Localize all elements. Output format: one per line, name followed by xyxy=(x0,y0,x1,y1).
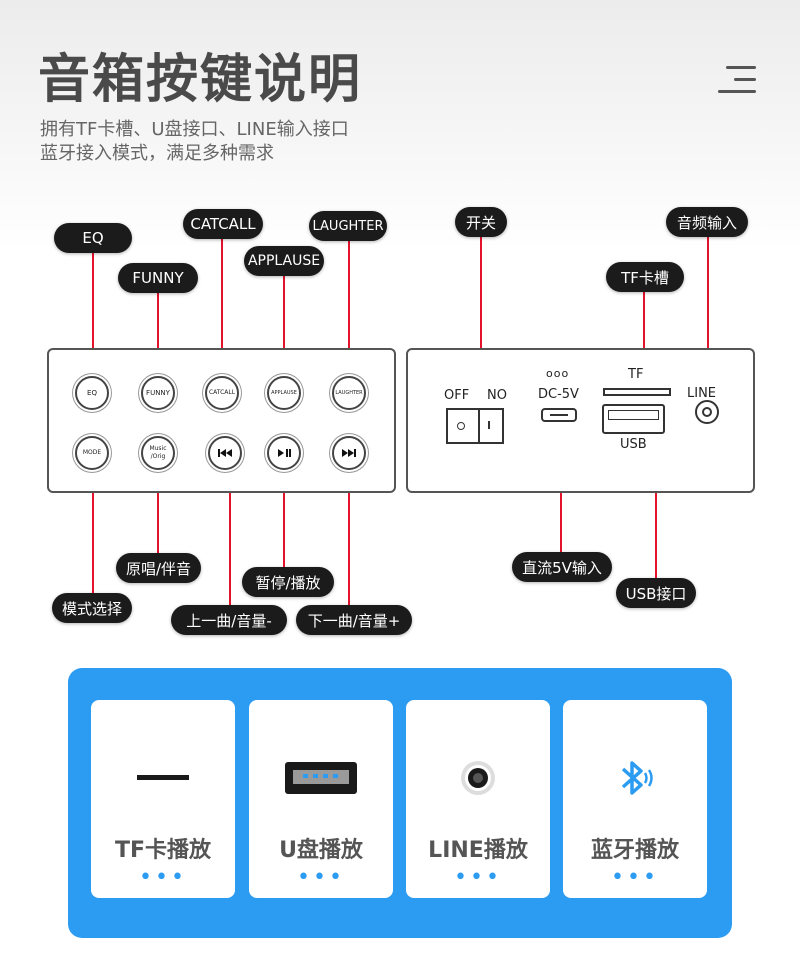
tf-slot[interactable] xyxy=(603,388,671,396)
callout-dc-in: 直流5V输入 xyxy=(512,552,612,582)
mode-card-bluetooth[interactable]: 蓝牙播放 ••• xyxy=(563,700,707,898)
applause-button[interactable]: APPLAUSE xyxy=(267,376,301,410)
callout-audio-in: 音频输入 xyxy=(666,207,748,237)
callout-line-music xyxy=(157,468,159,558)
bluetooth-icon xyxy=(621,761,653,795)
menu-icon[interactable] xyxy=(718,66,756,94)
more-dots: ••• xyxy=(611,865,659,890)
music-orig-button[interactable]: Music /Orig xyxy=(141,436,175,470)
switch-off-label: OFF xyxy=(444,388,470,403)
callout-funny: FUNNY xyxy=(118,263,198,293)
usb-port[interactable] xyxy=(602,404,665,434)
next-button[interactable] xyxy=(332,436,366,470)
tf-label: TF xyxy=(628,367,644,382)
callout-line-applause xyxy=(283,274,285,388)
eq-button[interactable]: EQ xyxy=(75,376,109,410)
line-label: LINE xyxy=(687,386,717,401)
page-title: 音箱按键说明 xyxy=(38,50,363,110)
switch-on-label: NO xyxy=(487,388,507,403)
callout-applause: APPLAUSE xyxy=(244,246,324,276)
more-dots: ••• xyxy=(297,865,345,890)
dc-indicator-dots: ooo xyxy=(546,367,570,380)
line-in-jack[interactable] xyxy=(695,400,719,424)
callout-line-usb xyxy=(655,430,657,582)
next-icon xyxy=(342,449,356,457)
mode-card-usb[interactable]: U盘播放 ••• xyxy=(249,700,393,898)
laughter-button[interactable]: LAUGHTER xyxy=(332,376,366,410)
callout-line-audio-in xyxy=(707,232,709,402)
callout-music-orig: 原唱/伴音 xyxy=(116,553,201,583)
callout-line-funny xyxy=(157,290,159,388)
callout-line-tf xyxy=(643,288,645,388)
callout-laughter: LAUGHTER xyxy=(309,211,387,241)
mode-label: TF卡播放 xyxy=(114,838,212,863)
line-jack-icon xyxy=(461,761,495,795)
mode-label: LINE播放 xyxy=(428,838,528,863)
header-background xyxy=(0,0,800,250)
callout-line-catcall xyxy=(221,238,223,388)
mode-card-tf[interactable]: TF卡播放 ••• xyxy=(91,700,235,898)
prev-icon xyxy=(218,449,232,457)
mode-label: 蓝牙播放 xyxy=(590,838,679,863)
callout-next: 下一曲/音量+ xyxy=(296,605,412,635)
mode-label: U盘播放 xyxy=(279,838,363,863)
usb-drive-icon xyxy=(285,762,357,794)
callout-prev: 上一曲/音量- xyxy=(171,605,287,635)
callout-line-next xyxy=(348,468,350,608)
control-panel xyxy=(47,348,396,493)
callout-line-prev xyxy=(229,468,231,608)
callout-line-laughter xyxy=(348,238,350,388)
more-dots: ••• xyxy=(454,865,502,890)
callout-play-pause: 暂停/播放 xyxy=(242,567,334,597)
callout-line-switch xyxy=(480,234,482,412)
callout-mode: 模式选择 xyxy=(52,593,132,623)
funny-button[interactable]: FUNNY xyxy=(141,376,175,410)
mode-button[interactable]: MODE xyxy=(75,436,109,470)
callout-usb-port: USB接口 xyxy=(616,578,696,608)
callout-line-mode xyxy=(92,468,94,596)
play-pause-icon xyxy=(278,449,291,457)
callout-tf-slot: TF卡槽 xyxy=(606,262,684,292)
play-pause-button[interactable] xyxy=(267,436,301,470)
callout-line-play xyxy=(283,468,285,570)
subtitle-line-2: 蓝牙接入模式，满足多种需求 xyxy=(40,143,274,164)
subtitle-line-1: 拥有TF卡槽、U盘接口、LINE输入接口 xyxy=(40,119,349,140)
tf-card-icon xyxy=(137,775,189,780)
dc-port[interactable] xyxy=(541,408,577,422)
callout-eq: EQ xyxy=(54,223,132,253)
dc-label: DC-5V xyxy=(538,387,579,402)
prev-button[interactable] xyxy=(208,436,242,470)
more-dots: ••• xyxy=(139,865,187,890)
catcall-button[interactable]: CATCALL xyxy=(205,376,239,410)
usb-label: USB xyxy=(620,437,647,452)
callout-line-eq xyxy=(92,250,94,388)
power-switch[interactable] xyxy=(446,408,504,444)
callout-catcall: CATCALL xyxy=(183,209,263,239)
callout-switch: 开关 xyxy=(455,207,507,237)
mode-card-line[interactable]: LINE播放 ••• xyxy=(406,700,550,898)
